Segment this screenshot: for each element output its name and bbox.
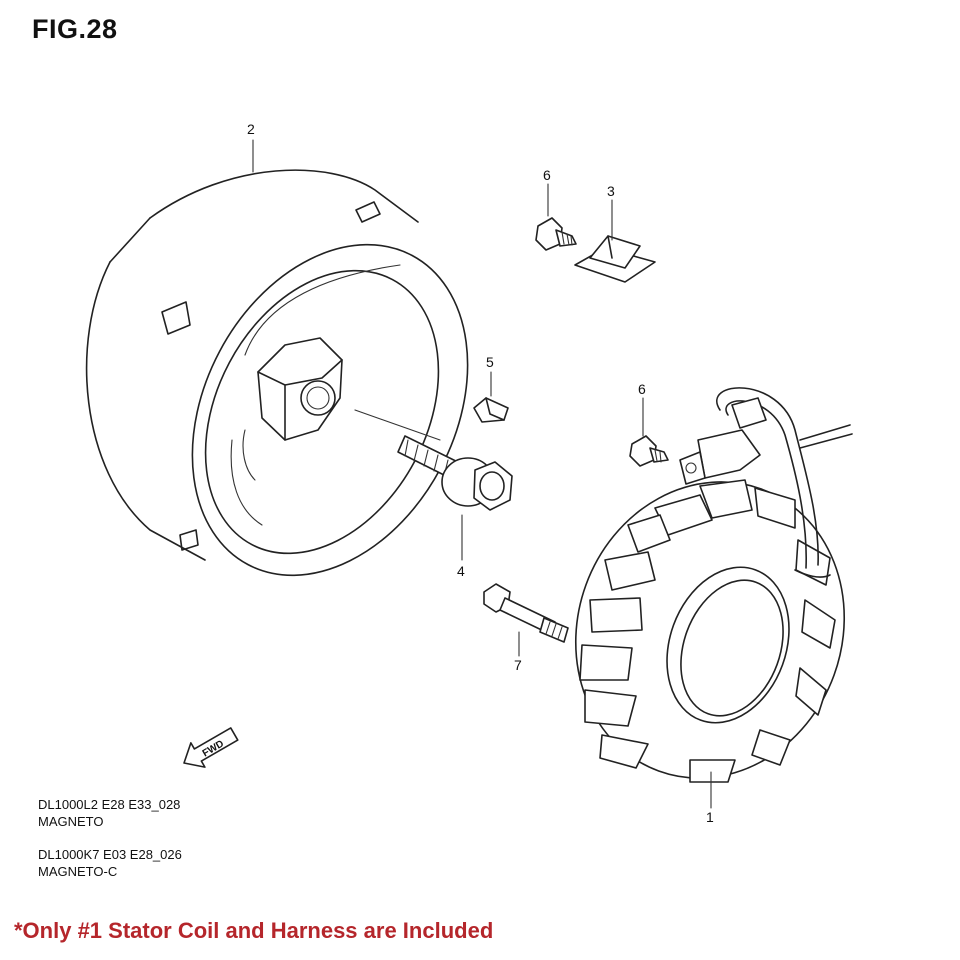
callout-labels: 2 6 3 5 6 4 7 1: [247, 121, 714, 825]
callout-7: 7: [514, 657, 522, 673]
screw-part-6-upper: [535, 217, 577, 251]
reference-code: DL1000K7 E03 E28_026: [38, 847, 182, 862]
reference-code: DL1000L2 E28 E33_028: [38, 797, 181, 812]
callout-6-lower: 6: [638, 381, 646, 397]
inclusion-note: *Only #1 Stator Coil and Harness are Inc…: [14, 918, 494, 943]
bracket-part-3: [574, 235, 656, 283]
key-part-5: [473, 397, 509, 423]
callout-2: 2: [247, 121, 255, 137]
callout-5: 5: [486, 354, 494, 370]
fwd-arrow-icon: FWD: [183, 727, 239, 768]
callout-1: 1: [706, 809, 714, 825]
figure-title: FIG.28: [32, 14, 118, 44]
rotor-part-2: [85, 169, 469, 577]
reference-block-1: DL1000L2 E28 E33_028 MAGNETO: [38, 796, 180, 830]
callout-3: 3: [607, 183, 615, 199]
reference-name: MAGNETO-C: [38, 864, 118, 879]
leader-lines: [252, 139, 712, 809]
stator-part-1: [574, 387, 853, 783]
bolt-part-4: [397, 435, 513, 511]
callout-6-upper: 6: [543, 167, 551, 183]
reference-name: MAGNETO: [38, 814, 104, 829]
screw-part-6-lower: [629, 435, 669, 467]
fwd-arrow-label: FWD: [201, 739, 226, 760]
bolt-part-7: [483, 583, 569, 643]
reference-block-2: DL1000K7 E03 E28_026 MAGNETO-C: [38, 846, 182, 880]
callout-4: 4: [457, 563, 465, 579]
